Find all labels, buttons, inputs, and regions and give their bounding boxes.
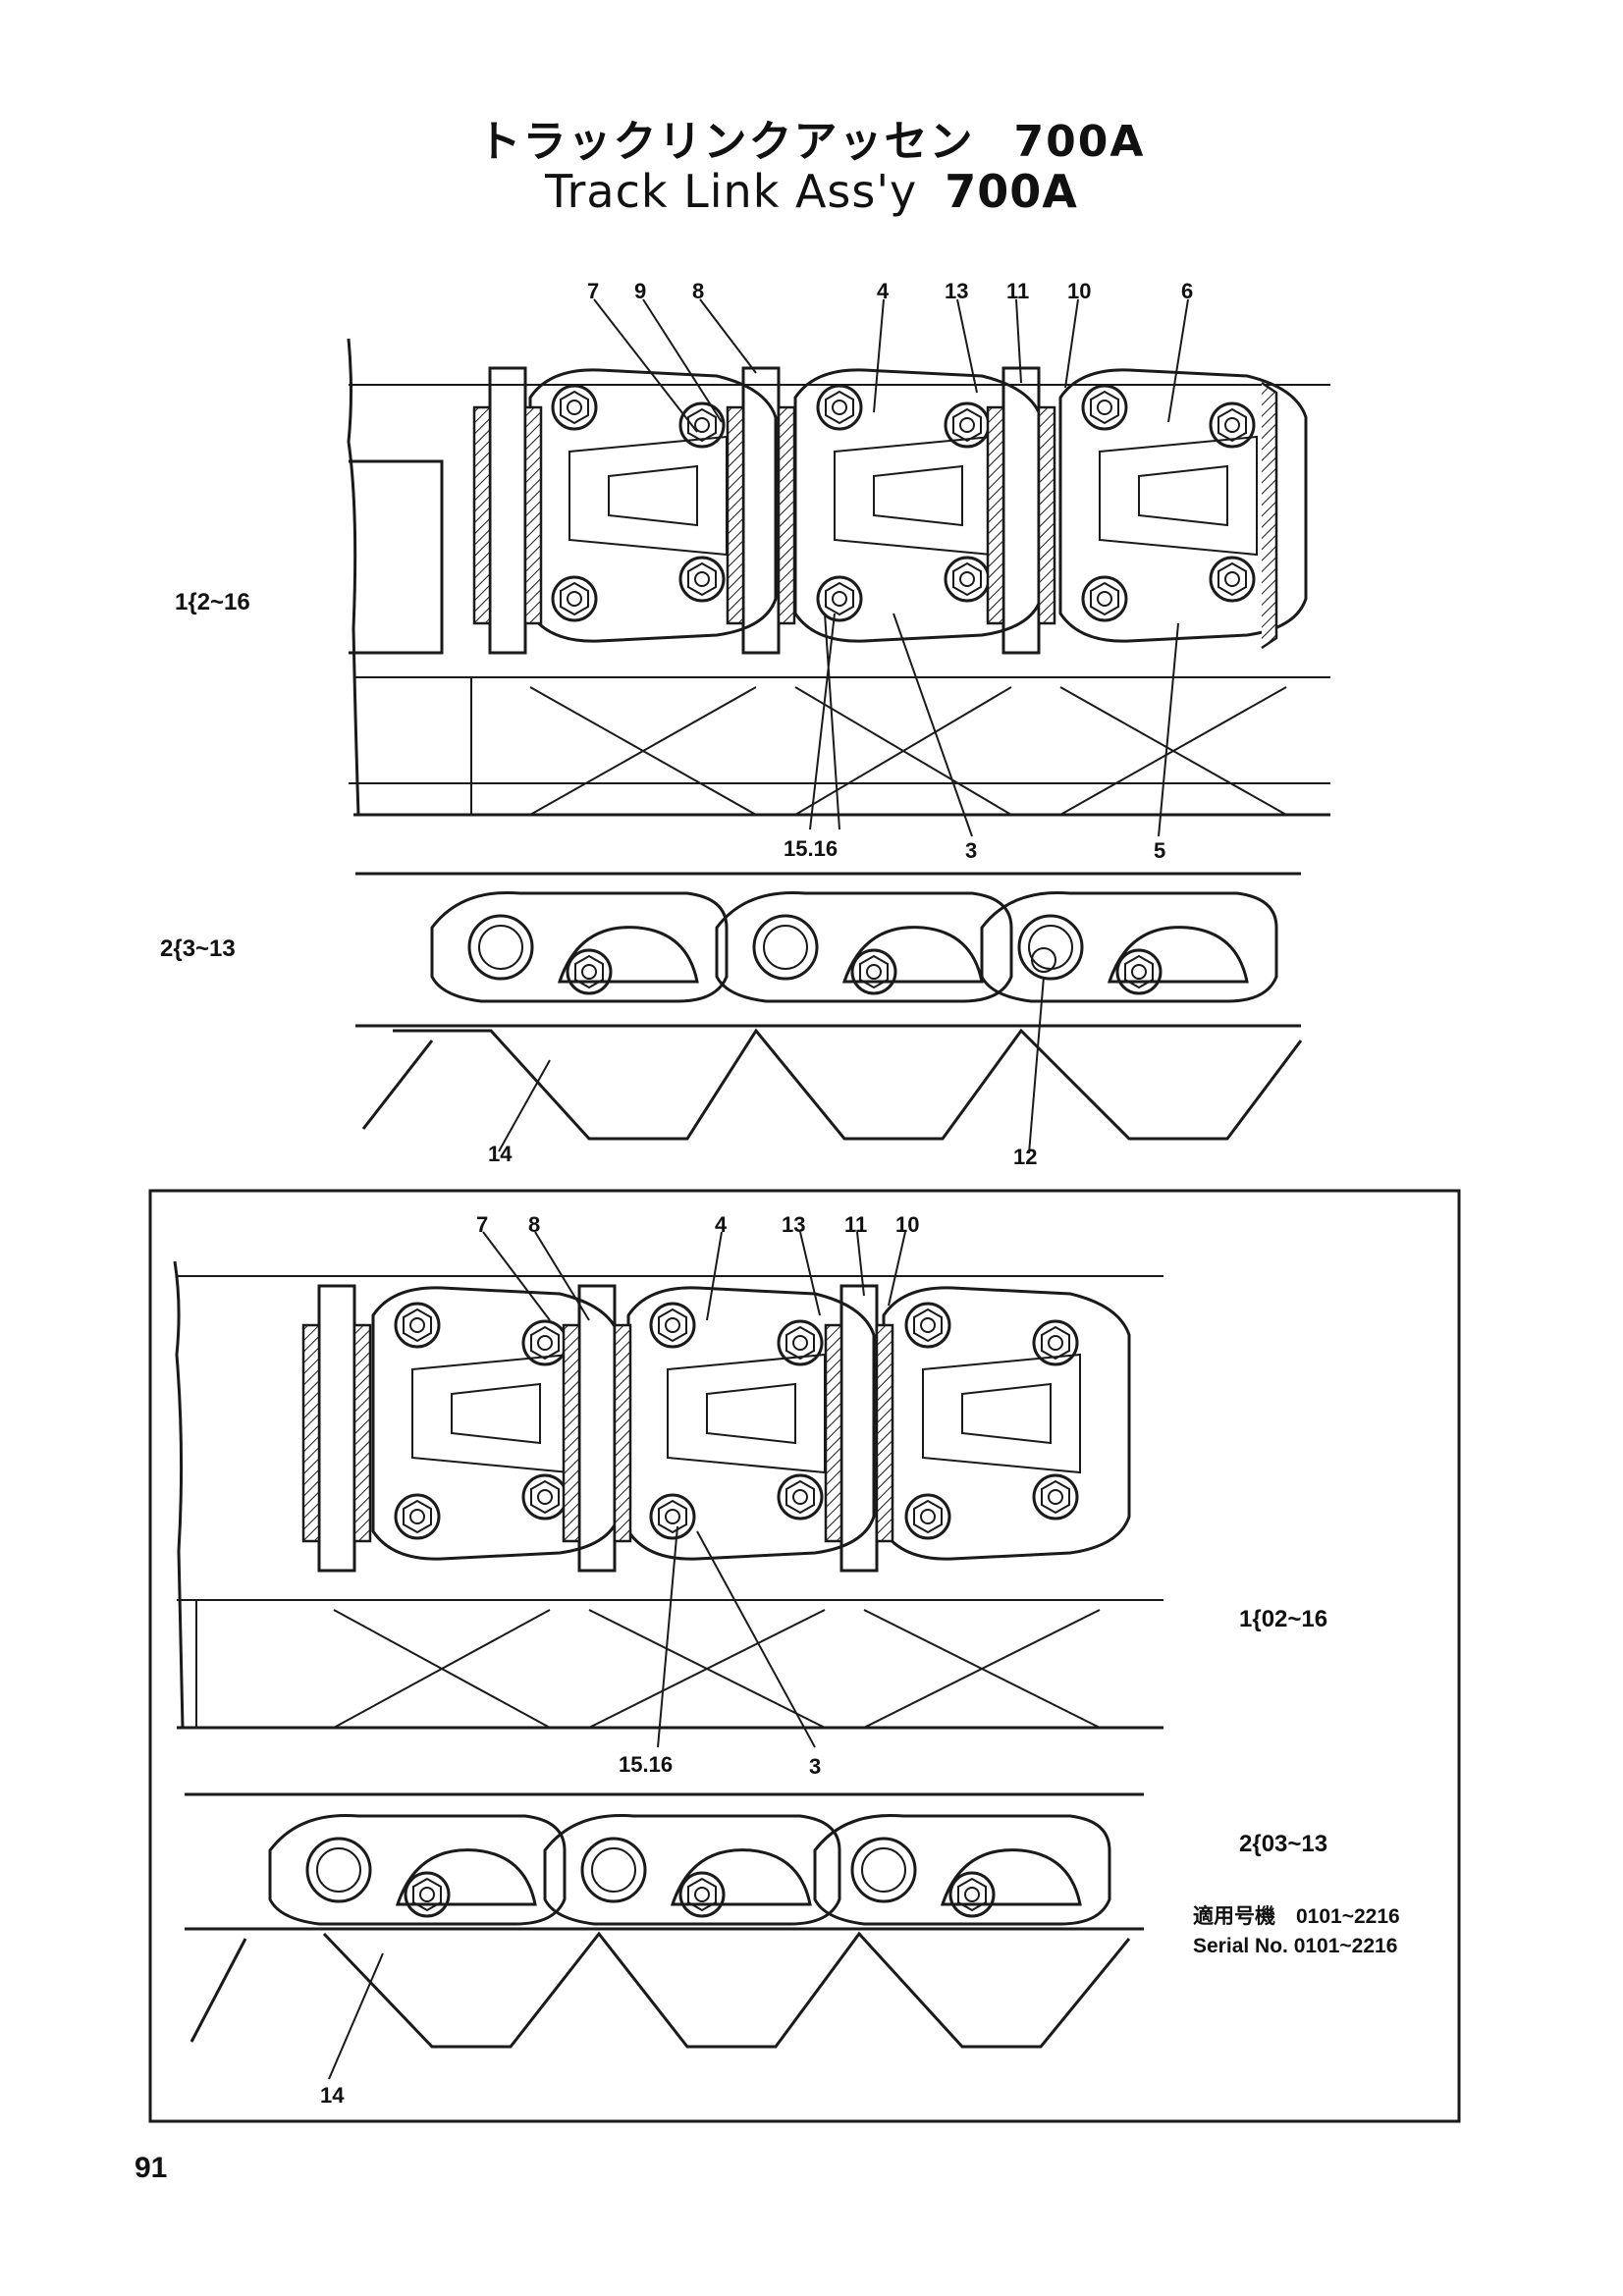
serial-range-block: 適用号機 0101~2216 Serial No. 0101~2216 — [1193, 1902, 1400, 1961]
callout-13-lower: 13 — [782, 1212, 806, 1237]
callout-10-upper: 10 — [1067, 279, 1092, 303]
callout-15-16-upper: 15.16 — [784, 836, 839, 861]
group-label-1-upper: 1{2~16 — [175, 589, 250, 615]
callout-5-upper: 5 — [1154, 838, 1166, 863]
group-label-2-upper: 2{3~13 — [160, 935, 236, 962]
group-label-2-lower: 2{03~13 — [1239, 1831, 1328, 1857]
callout-6-upper: 6 — [1181, 279, 1194, 303]
title-jp-model: 700A — [1013, 117, 1146, 167]
lower-side-view — [185, 1792, 1144, 2049]
callout-12-upper: 12 — [1013, 1145, 1038, 1169]
upper-side-view — [355, 872, 1303, 1141]
callout-7-upper: 7 — [587, 279, 600, 303]
group-label-1-lower: 1{02~16 — [1239, 1606, 1328, 1632]
callout-11-upper: 11 — [1006, 279, 1030, 303]
serial-en: Serial No. 0101~2216 — [1193, 1935, 1398, 1957]
callout-8-lower: 8 — [528, 1212, 541, 1237]
callout-3-lower: 3 — [809, 1754, 822, 1779]
title-jp-text: トラックリンクアッセン — [477, 117, 975, 167]
callout-14-upper: 14 — [488, 1142, 513, 1166]
upper-top-view — [347, 338, 1330, 817]
page-title-english: Track Link Ass'y 700A — [0, 165, 1623, 218]
callout-4-lower: 4 — [715, 1212, 728, 1237]
lower-figure-frame — [148, 1189, 1461, 2123]
page-title-japanese: トラックリンクアッセン 700A — [0, 106, 1623, 169]
title-en-model: 700A — [945, 165, 1078, 218]
serial-jp: 適用号機 0101~2216 — [1193, 1905, 1400, 1928]
callout-4-upper: 4 — [877, 279, 890, 303]
callout-8-upper: 8 — [692, 279, 705, 303]
title-en-text: Track Link Ass'y — [545, 165, 918, 218]
callout-14-lower: 14 — [320, 2083, 345, 2108]
callout-10-lower: 10 — [895, 1212, 920, 1237]
callout-7-lower: 7 — [476, 1212, 489, 1237]
callout-9-upper: 9 — [634, 279, 647, 303]
callout-15-16-lower: 15.16 — [619, 1752, 674, 1777]
leader-lines — [328, 298, 1189, 2080]
callout-13-upper: 13 — [945, 279, 969, 303]
callout-11-lower: 11 — [844, 1212, 868, 1237]
callout-3-upper: 3 — [965, 838, 978, 863]
lower-top-view — [173, 1260, 1163, 1730]
page-number: 91 — [135, 2152, 168, 2184]
